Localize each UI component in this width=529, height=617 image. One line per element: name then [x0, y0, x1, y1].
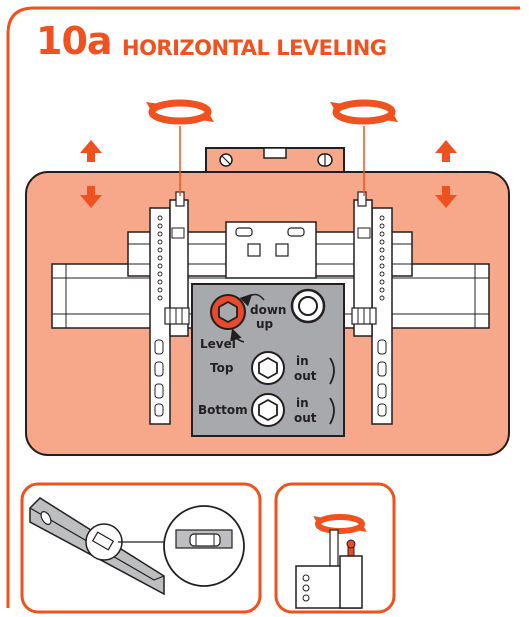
rotate-arrow-icon — [330, 99, 398, 125]
rotate-arrow-icon — [313, 514, 367, 534]
level-arrow-curve — [230, 328, 245, 343]
legend-top-label: Top — [210, 361, 234, 375]
legend-bottom-label: Bottom — [198, 403, 248, 417]
legend-level-label: Level — [200, 337, 236, 351]
page-frame — [6, 6, 520, 608]
legend-bottom-in-label: in — [296, 396, 309, 410]
left-vertical-bracket — [149, 191, 190, 425]
bracket-closeup — [295, 529, 363, 609]
bubble-level-icon — [205, 147, 345, 173]
down-arrow-curve — [239, 293, 265, 307]
legend-bottom-out-label: out — [294, 411, 317, 425]
hex-bolt-icon — [251, 393, 285, 427]
round-bolt-icon — [290, 288, 326, 324]
legend-top-out-label: out — [294, 369, 317, 383]
right-vertical-bracket — [351, 191, 393, 425]
hex-bolt-icon — [210, 294, 246, 330]
legend-top-in-label: in — [296, 354, 309, 368]
rotate-arrow-icon — [146, 99, 214, 125]
step-number: 10a — [36, 19, 113, 63]
bubble-level-icon — [29, 497, 245, 596]
center-bracket — [225, 221, 317, 279]
top-in-out-bracket — [329, 357, 335, 385]
down-arrow-icon — [80, 186, 102, 208]
hex-bolt-icon — [251, 351, 285, 385]
bottom-in-out-bracket — [329, 397, 335, 425]
up-arrow-icon — [435, 140, 457, 162]
down-arrow-icon — [435, 186, 457, 208]
legend-down-label: down — [250, 303, 287, 317]
legend-up-label: up — [256, 317, 274, 331]
up-arrow-icon — [80, 140, 102, 162]
page-title: HORIZONTAL LEVELING — [122, 36, 387, 60]
